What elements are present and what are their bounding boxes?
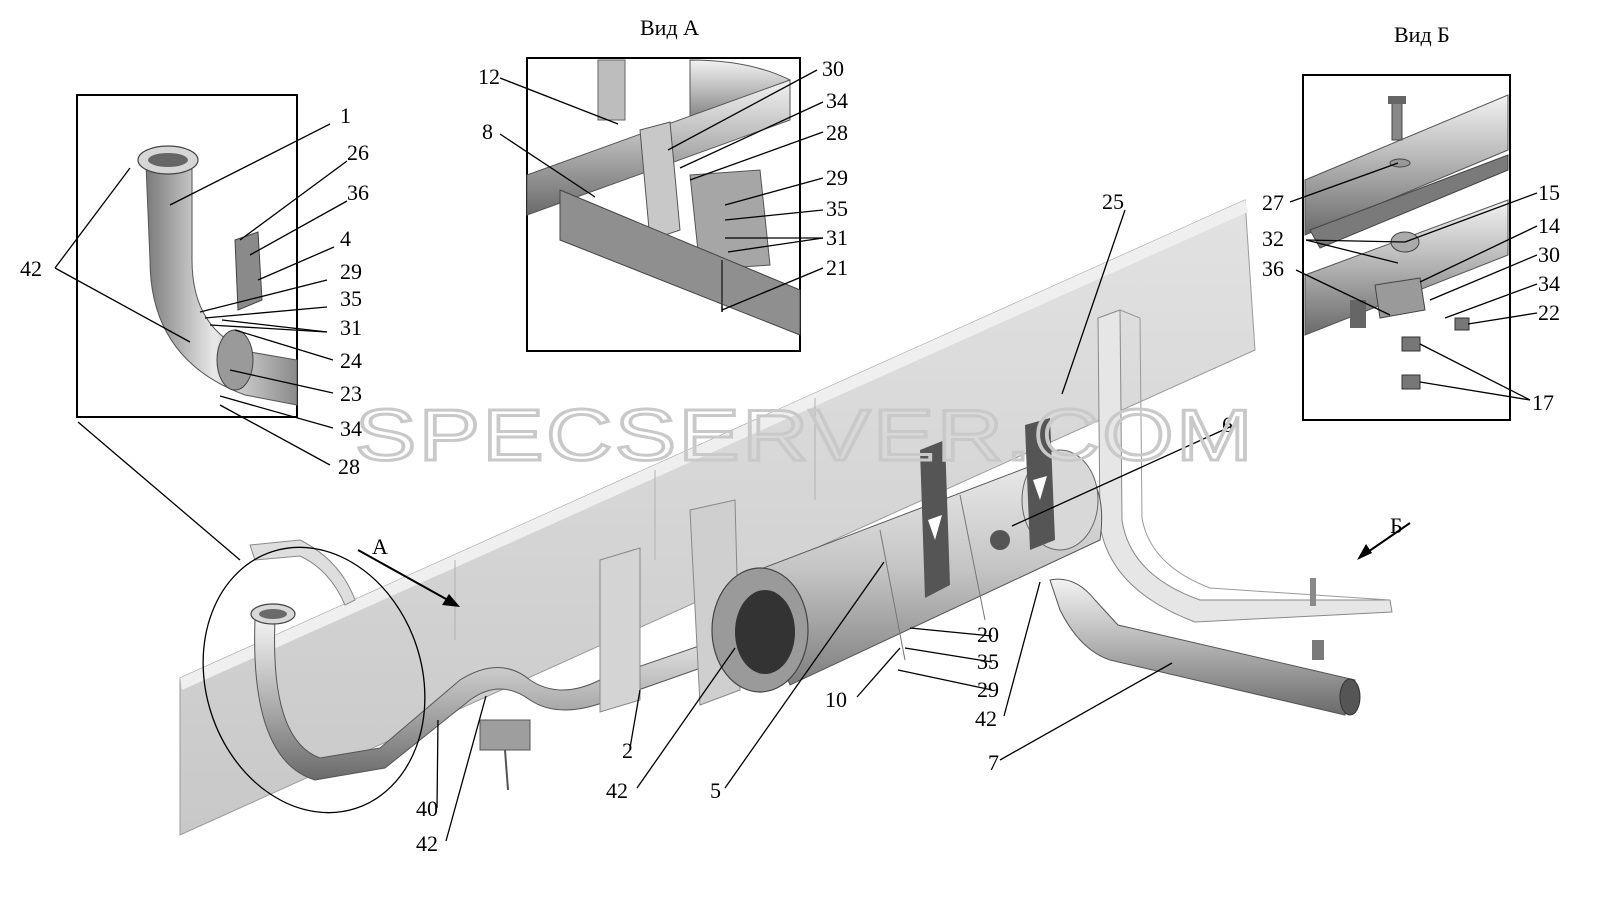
callout-label: 6: [1222, 412, 1233, 437]
view-a-arrow-label: А: [372, 534, 388, 559]
view-a-inset: [526, 57, 801, 352]
callout-label: 29: [340, 259, 362, 284]
view-a-arrow: [357, 549, 460, 607]
callout-label: 35: [977, 649, 999, 674]
muffler: [711, 418, 1103, 693]
callout-label: 22: [1538, 300, 1560, 325]
callout-label: 35: [826, 196, 848, 221]
callout-label: 35: [340, 286, 362, 311]
callout-label: 15: [1538, 180, 1560, 205]
callout-label: 34: [1538, 271, 1560, 296]
callout-label: 1: [340, 103, 351, 128]
callout-label: 36: [1262, 256, 1284, 281]
callout-label: 34: [826, 88, 848, 113]
callout-label: 25: [1102, 189, 1124, 214]
detail-leader-line: [77, 421, 241, 561]
callout-label: 8: [482, 119, 493, 144]
callout-label: 42: [20, 256, 42, 281]
callout-label: 2: [622, 738, 633, 763]
callout-label: 24: [340, 348, 362, 373]
callout-label: 17: [1532, 390, 1554, 415]
callout-label: 29: [977, 677, 999, 702]
detail-circle-a: [202, 546, 426, 814]
callouts-left-inset: 1 26 36 4 29 35 31 24 23 34 28 42: [20, 103, 369, 479]
callout-label: 29: [826, 165, 848, 190]
callout-label: 40: [416, 796, 438, 821]
callout-label: 28: [826, 120, 848, 145]
callout-label: 28: [338, 454, 360, 479]
callouts-view-a: 12 8 30 34 28 29 35 31 21: [478, 56, 848, 280]
callout-label: 34: [340, 416, 362, 441]
callout-label: 27: [1262, 190, 1284, 215]
view-b-title: Вид Б: [1394, 22, 1450, 47]
callout-label: 5: [710, 778, 721, 803]
view-a-title: Вид А: [640, 15, 699, 40]
callout-label: 4: [340, 226, 351, 251]
callout-label: 30: [1538, 242, 1560, 267]
callout-label: 23: [340, 381, 362, 406]
callouts-view-b: 27 32 36 15 14 30 34 22 17: [1262, 180, 1560, 415]
tailpipe-bracket: [1097, 309, 1393, 660]
callout-label: 31: [340, 315, 362, 340]
callout-label: 14: [1538, 213, 1560, 238]
watermark-text: SPECSERVER.COM: [355, 396, 1255, 476]
callout-label: 10: [825, 687, 847, 712]
callout-label: 30: [822, 56, 844, 81]
callout-label: 26: [347, 140, 369, 165]
leader-lines: [54, 69, 1538, 842]
callout-label: 20: [977, 622, 999, 647]
left-detail-inset: [76, 94, 298, 418]
callout-label: 7: [988, 750, 999, 775]
view-b-arrow: [1357, 522, 1411, 560]
callout-label: 36: [347, 180, 369, 205]
callout-label: 42: [975, 706, 997, 731]
callout-label: 12: [478, 64, 500, 89]
exhaust-pipe: [250, 499, 753, 791]
callout-label: 21: [826, 255, 848, 280]
callout-label: 32: [1262, 226, 1284, 251]
view-b-inset: [1302, 74, 1511, 421]
callout-label: 42: [416, 831, 438, 856]
tailpipe: [1049, 578, 1361, 716]
view-b-arrow-label: Б: [1390, 513, 1403, 538]
callout-label: 42: [606, 778, 628, 803]
callout-label: 31: [826, 225, 848, 250]
callouts-main: 25 6 20 35 29 10 42 7 5 2 40 42 42: [416, 189, 1233, 856]
front-bracket: [249, 539, 356, 606]
